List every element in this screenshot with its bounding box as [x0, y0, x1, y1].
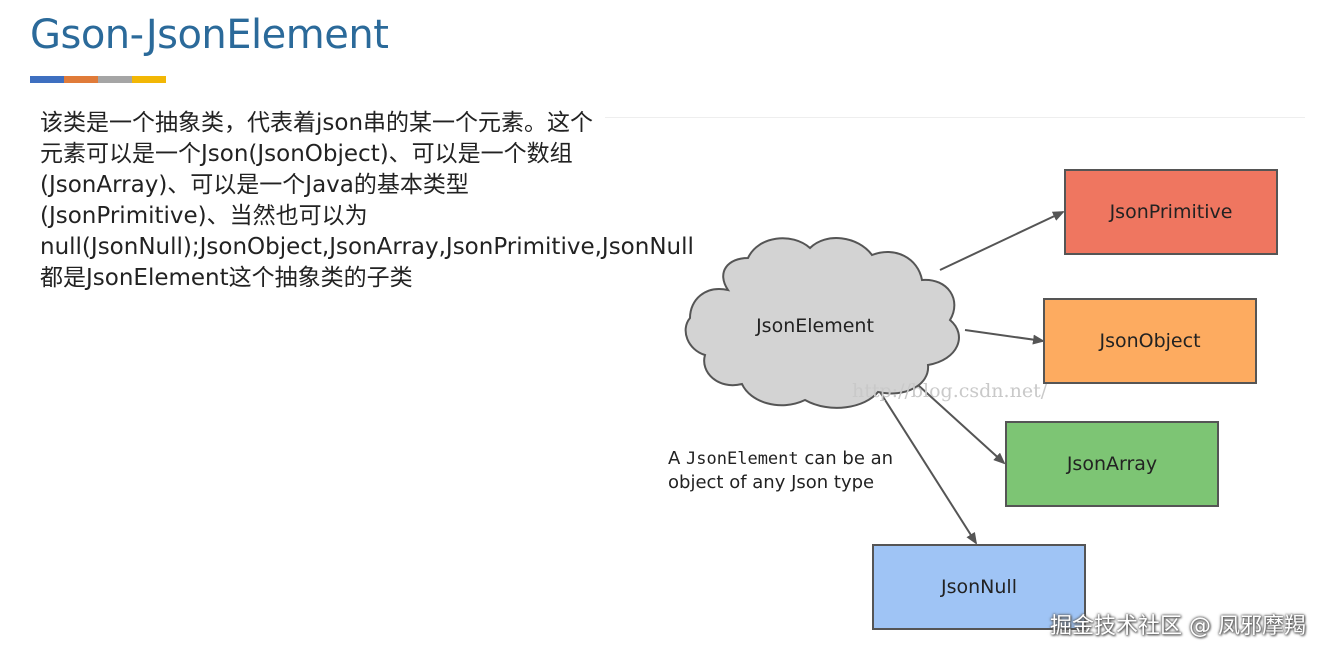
diagram-caption: A JsonElement can be an object of any Js… [668, 447, 908, 495]
caption-code: JsonElement [686, 449, 799, 469]
caption-prefix: A [668, 448, 687, 469]
accent-segment-orange [64, 76, 98, 83]
node-jsonnull: JsonNull [872, 544, 1086, 630]
arrow-to-primitive [939, 211, 1065, 271]
accent-segment-yellow [132, 76, 166, 83]
header-divider [605, 117, 1305, 118]
accent-segment-blue [30, 76, 64, 83]
arrow-to-null [879, 391, 978, 545]
slide-title: Gson-JsonElement [30, 12, 389, 58]
accent-segment-gray [98, 76, 132, 83]
node-label: JsonNull [941, 576, 1017, 598]
cloud-label-jsonelement: JsonElement [756, 315, 874, 337]
node-label: JsonPrimitive [1109, 201, 1233, 223]
accent-color-bar [30, 76, 166, 83]
caption-suffix: can be an object of any Json type [668, 448, 894, 493]
arrow-to-object [964, 329, 1045, 345]
node-jsonprimitive: JsonPrimitive [1064, 169, 1278, 255]
node-label: JsonArray [1066, 453, 1158, 475]
credit-watermark: 掘金技术社区 @ 凤邪摩羯 [1050, 614, 1306, 639]
node-jsonarray: JsonArray [1005, 421, 1219, 507]
node-jsonobject: JsonObject [1043, 298, 1257, 384]
description-text: 该类是一个抽象类，代表着json串的某一个元素。这个元素可以是一个Json(Js… [40, 110, 694, 291]
url-watermark: http://blog.csdn.net/ [852, 380, 1048, 402]
arrow-to-array [917, 384, 1006, 465]
cloud-shape [684, 237, 960, 409]
node-label: JsonObject [1099, 330, 1201, 352]
